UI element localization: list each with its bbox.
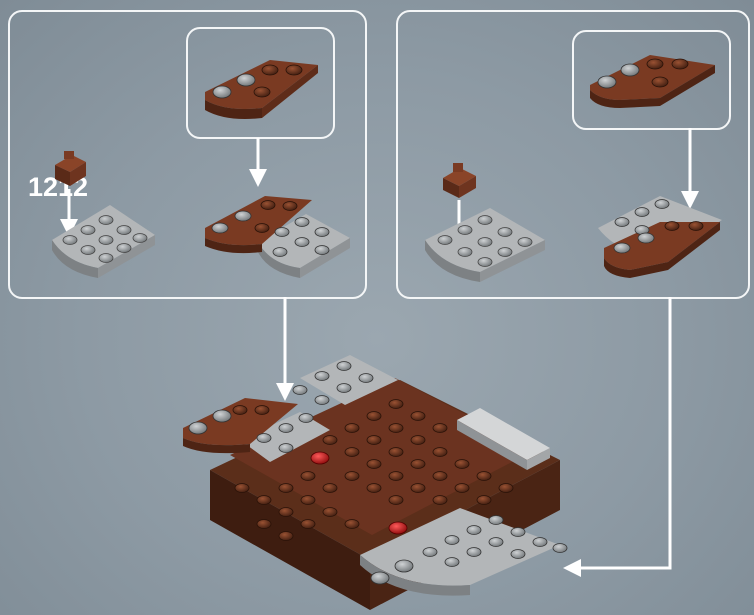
- red-stud: [310, 451, 330, 465]
- brown-wedge-subassembly: [590, 55, 715, 108]
- main-model: [183, 355, 568, 610]
- red-stud: [388, 521, 408, 535]
- left-subassembly-panel: [186, 27, 335, 139]
- small-brown-brick: [443, 163, 476, 198]
- combined-left-assembly: [205, 196, 350, 278]
- small-brown-brick: [55, 151, 86, 186]
- combined-right-assembly: [598, 196, 722, 278]
- right-callout-panel: [396, 10, 750, 299]
- left-callout-panel: [8, 10, 367, 299]
- right-subassembly-panel: [572, 30, 731, 130]
- brown-wedge-subassembly: [205, 60, 318, 119]
- arrow-left: [563, 297, 672, 577]
- gray-round-plate: [52, 205, 155, 278]
- gray-round-plate: [425, 208, 545, 282]
